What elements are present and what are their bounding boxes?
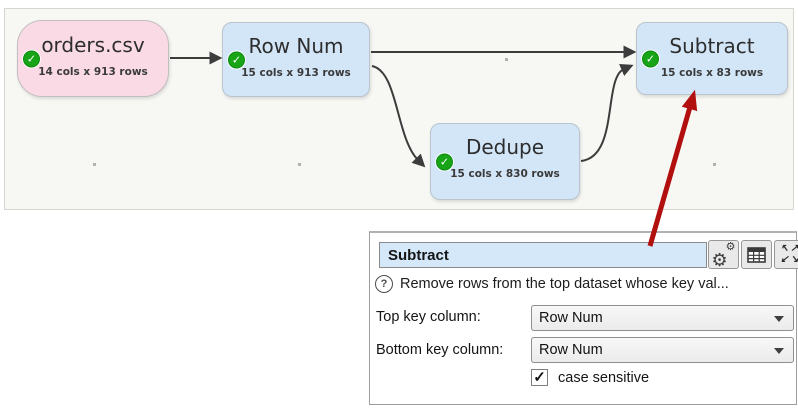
- transform-description: Remove rows from the top dataset whose k…: [400, 276, 729, 292]
- green-check-icon: ✓: [228, 51, 245, 68]
- table-icon: [747, 246, 766, 263]
- options-button[interactable]: ⚙⚙: [708, 240, 739, 269]
- top-key-column-dropdown[interactable]: Row Num: [531, 305, 794, 331]
- transform-name-input[interactable]: [379, 242, 707, 268]
- bottom-key-column-dropdown[interactable]: Row Num: [531, 337, 794, 363]
- node-orders-csv[interactable]: ✓ orders.csv 14 cols x 913 rows: [17, 20, 169, 97]
- maximize-button[interactable]: ↖↗↙↘: [774, 240, 798, 269]
- gears-icon: ⚙⚙: [711, 240, 736, 270]
- case-sensitive-checkbox[interactable]: [531, 369, 548, 386]
- node-row-col-info: 14 cols x 913 rows: [38, 66, 148, 78]
- node-row-col-info: 15 cols x 830 rows: [450, 168, 560, 180]
- node-title: Dedupe: [465, 135, 545, 159]
- case-sensitive-label[interactable]: case sensitive: [558, 369, 650, 386]
- node-title: Row Num: [248, 34, 344, 58]
- expand-icon: ↖↗↙↘: [780, 242, 798, 265]
- show-table-button[interactable]: [741, 240, 772, 269]
- grid-dot: [93, 163, 96, 166]
- node-row-col-info: 15 cols x 83 rows: [660, 67, 764, 79]
- grid-dot: [713, 163, 716, 166]
- bottom-key-column-label: Bottom key column:: [376, 342, 504, 358]
- node-title: orders.csv: [41, 33, 145, 57]
- grid-dot: [298, 163, 301, 166]
- node-subtract[interactable]: ✓ Subtract 15 cols x 83 rows: [636, 22, 788, 95]
- chevron-down-icon: [774, 316, 784, 322]
- top-key-column-value: Row Num: [539, 310, 603, 326]
- top-key-column-label: Top key column:: [376, 309, 481, 325]
- transform-properties-panel: ⚙⚙ ↖↗↙↘ ? Remove rows from the top datas…: [369, 231, 798, 405]
- green-check-icon: ✓: [436, 153, 453, 170]
- node-row-col-info: 15 cols x 913 rows: [241, 67, 351, 79]
- grid-dot: [505, 58, 508, 61]
- green-check-icon: ✓: [642, 50, 659, 67]
- node-title: Subtract: [669, 34, 755, 58]
- node-dedupe[interactable]: ✓ Dedupe 15 cols x 830 rows: [430, 123, 580, 200]
- bottom-key-column-value: Row Num: [539, 342, 603, 358]
- help-icon[interactable]: ?: [375, 275, 393, 293]
- node-row-num[interactable]: ✓ Row Num 15 cols x 913 rows: [222, 22, 370, 97]
- chevron-down-icon: [774, 348, 784, 354]
- green-check-icon: ✓: [23, 50, 40, 67]
